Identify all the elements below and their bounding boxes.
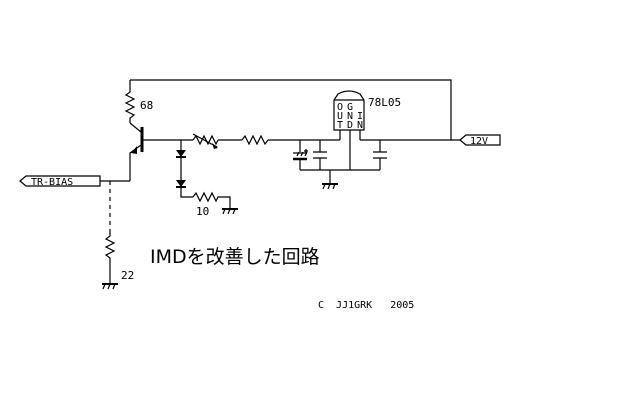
ground-icon — [322, 183, 338, 190]
resistor-68 — [124, 80, 136, 123]
emitter-arrow-icon — [131, 146, 137, 154]
pin-in-2: N — [357, 120, 363, 131]
electrolytic-capacitor — [293, 140, 308, 170]
pin-in-1: I — [357, 111, 363, 122]
capacitor-out — [313, 140, 327, 170]
resistor-22 — [104, 232, 116, 283]
variable-resistor — [192, 133, 219, 149]
diode-1 — [176, 150, 186, 158]
pin-gnd-3: D — [347, 120, 353, 131]
ground-icon — [102, 283, 118, 290]
diode-2 — [176, 180, 186, 188]
transistor — [129, 122, 144, 181]
top-rail-wire — [130, 79, 452, 140]
capacitor-in — [373, 140, 387, 170]
pin-out-2: U — [337, 111, 343, 122]
resistor-68-label: 68 — [140, 99, 153, 112]
pin-gnd-1: G — [347, 102, 353, 113]
pin-gnd-2: N — [347, 111, 353, 122]
regulator-label: 78L05 — [368, 96, 401, 109]
supply-12v-port: 12V — [459, 134, 501, 147]
resistor-22-label: 22 — [121, 269, 134, 282]
supply-12v-label: 12V — [470, 136, 488, 147]
regulator-78l05: 78L05 O U T G N D I N — [333, 90, 401, 170]
tr-bias-label: TR-BIAS — [31, 177, 73, 188]
pin-out-1: O — [337, 102, 343, 113]
series-resistor — [241, 134, 269, 146]
ground-rail — [300, 169, 380, 183]
copyright-text: C JJ1GRK 2005 — [318, 300, 414, 311]
tr-bias-port: TR-BIAS — [19, 175, 101, 188]
diagram-title: IMDを改善した回路 — [150, 246, 320, 268]
ground-icon — [222, 208, 238, 215]
pin-out-3: T — [337, 120, 343, 131]
resistor-10 — [192, 191, 231, 208]
resistor-10-label: 10 — [196, 205, 209, 218]
diode-branch-wire — [180, 140, 193, 198]
